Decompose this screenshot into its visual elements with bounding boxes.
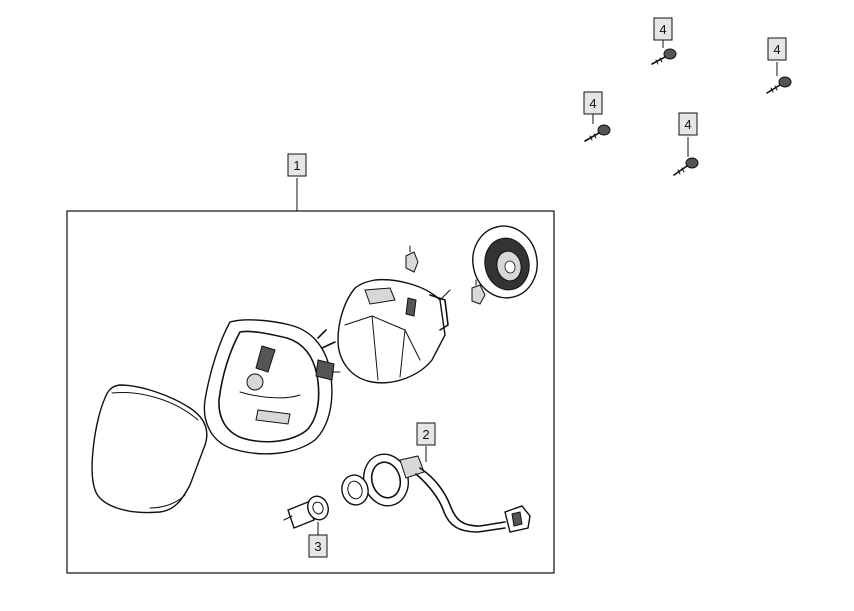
screw-a — [651, 48, 677, 65]
screw-d — [673, 157, 699, 176]
callout-3-label: 3 — [314, 539, 321, 554]
callout-1: 1 — [287, 153, 307, 177]
callout-4b-label: 4 — [773, 42, 780, 57]
screw-b — [766, 76, 792, 94]
callout-3: 3 — [308, 534, 328, 558]
callout-2-label: 2 — [422, 427, 429, 442]
bulb-part — [283, 495, 329, 529]
callout-4b: 4 — [767, 37, 787, 61]
callout-4c-label: 4 — [589, 96, 596, 111]
callout-2: 2 — [416, 422, 436, 446]
callout-4a-label: 4 — [659, 22, 666, 37]
callout-4d-label: 4 — [684, 117, 691, 132]
callout-4d: 4 — [678, 112, 698, 136]
callout-1-label: 1 — [293, 158, 300, 173]
housing-frame-part — [203, 319, 341, 455]
assembly-frame — [66, 210, 555, 574]
reflector-part — [337, 278, 451, 384]
dust-cap-part — [472, 225, 538, 299]
lens-part — [91, 384, 208, 514]
clip-lower — [471, 279, 486, 305]
screw-c — [584, 124, 611, 142]
clip-upper — [405, 245, 419, 273]
callout-4c: 4 — [583, 91, 603, 115]
socket-harness-part — [341, 453, 531, 533]
callout-4a: 4 — [653, 17, 673, 41]
